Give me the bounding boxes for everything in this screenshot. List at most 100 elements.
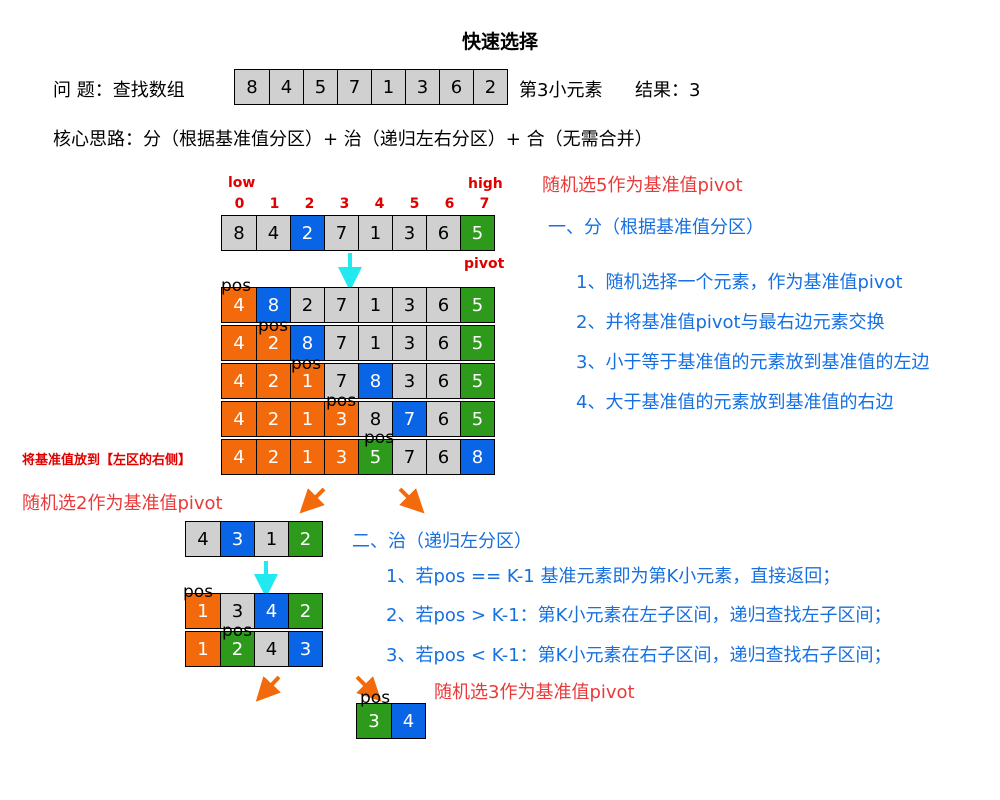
- array-cell: 4: [254, 632, 288, 666]
- array-cell: 8: [290, 326, 324, 360]
- array-cell: 4: [391, 704, 425, 738]
- array-cell: 4: [222, 288, 256, 322]
- divide-step: 4、大于基准值的元素放到基准值的右边: [576, 392, 894, 413]
- array-cell: 7: [392, 440, 426, 474]
- pos-marker: pos: [258, 316, 289, 336]
- array-cell: 2: [473, 70, 507, 104]
- array-cell: 6: [426, 326, 460, 360]
- pos-marker: pos: [183, 582, 214, 602]
- array-cell: 2: [288, 594, 322, 628]
- array-cell: 3: [288, 632, 322, 666]
- array-cell: 8: [222, 216, 256, 250]
- array-cell: 7: [392, 402, 426, 436]
- index-label: 3: [339, 196, 350, 212]
- array-cell: 6: [426, 440, 460, 474]
- pos-marker: pos: [222, 621, 253, 641]
- note-pick-2: 随机选2作为基准值pivot: [22, 493, 223, 514]
- left-arrow-2: [255, 675, 281, 702]
- array-cell: 1: [358, 216, 392, 250]
- array-cell: 2: [220, 632, 254, 666]
- array-cell: 3: [220, 522, 254, 556]
- array-cell: 5: [358, 440, 392, 474]
- index-label: 6: [444, 196, 455, 212]
- array-cell: 5: [460, 288, 494, 322]
- array-cell: 2: [290, 216, 324, 250]
- array-cell: 4: [186, 522, 220, 556]
- array-cell: 2: [288, 522, 322, 556]
- array-cell: 5: [460, 216, 494, 250]
- divide-step: 3、小于等于基准值的元素放到基准值的左边: [576, 352, 930, 373]
- array-cell: 2: [256, 402, 290, 436]
- pos-marker: pos: [364, 428, 395, 448]
- array-cell: 5: [303, 70, 337, 104]
- array-cell: 7: [324, 216, 358, 250]
- problem-suffix: 第3小元素: [519, 80, 603, 101]
- array-cell: 7: [324, 288, 358, 322]
- array-cell: 8: [235, 70, 269, 104]
- array-cell: 1: [290, 440, 324, 474]
- array-cell: 5: [460, 364, 494, 398]
- array-cell: 6: [426, 216, 460, 250]
- array-cell: 8: [256, 288, 290, 322]
- array-cell: 4: [222, 440, 256, 474]
- array-cell: 3: [324, 402, 358, 436]
- array-cell: 6: [426, 288, 460, 322]
- array-cell: 3: [392, 216, 426, 250]
- array-cell: 1: [290, 402, 324, 436]
- array-cell: 3: [392, 326, 426, 360]
- array-cell: 1: [254, 522, 288, 556]
- conquer-step: 2、若pos > K-1：第K小元素在左子区间，递归查找左子区间；: [386, 605, 892, 626]
- index-label: 4: [374, 196, 385, 212]
- array-cell: 7: [337, 70, 371, 104]
- conquer-step: 3、若pos < K-1：第K小元素在右子区间，递归查找右子区间；: [386, 645, 892, 666]
- array-cell: 3: [392, 288, 426, 322]
- right-arrow-1: [398, 487, 425, 514]
- array-cell: 2: [256, 326, 290, 360]
- array-cell: 2: [256, 364, 290, 398]
- note-pick-3: 随机选3作为基准值pivot: [434, 682, 635, 703]
- note-pick-5: 随机选5作为基准值pivot: [542, 175, 743, 196]
- array-cell: 6: [439, 70, 473, 104]
- array-cell: 3: [405, 70, 439, 104]
- array-cell: 3: [324, 440, 358, 474]
- array-cell: 3: [357, 704, 391, 738]
- conquer-step: 1、若pos == K-1 基准元素即为第K小元素，直接返回；: [386, 566, 841, 587]
- array-cell: 8: [358, 364, 392, 398]
- array-cell: 3: [392, 364, 426, 398]
- array-cell: 5: [460, 326, 494, 360]
- index-label: 2: [304, 196, 315, 212]
- index-label: 5: [409, 196, 420, 212]
- right-arrow-2: [355, 675, 382, 702]
- array-cell: 7: [324, 364, 358, 398]
- divide-heading: 一、分（根据基准值分区）: [548, 217, 764, 238]
- pos-marker: pos: [221, 276, 252, 296]
- array-cell: 3: [220, 594, 254, 628]
- pivot-label: pivot: [464, 256, 505, 272]
- array-cell: 4: [256, 216, 290, 250]
- array-cell: 6: [426, 364, 460, 398]
- problem-label: 问 题：查找数组: [53, 80, 185, 101]
- problem-result: 结果：3: [635, 80, 701, 101]
- left-arrow-1: [299, 487, 326, 514]
- array-cell: 1: [358, 288, 392, 322]
- array-cell: 4: [269, 70, 303, 104]
- page-title: 快速选择: [462, 31, 539, 53]
- pos-marker: pos: [326, 391, 357, 411]
- low-label: low: [228, 175, 256, 191]
- array-cell: 2: [256, 440, 290, 474]
- index-label: 0: [234, 196, 245, 212]
- core-idea: 核心思路：分（根据基准值分区）+ 治（递归左右分区）+ 合（无需合并）: [53, 129, 653, 150]
- conquer-heading: 二、治（递归左分区）: [352, 531, 532, 552]
- array-cell: 1: [186, 594, 220, 628]
